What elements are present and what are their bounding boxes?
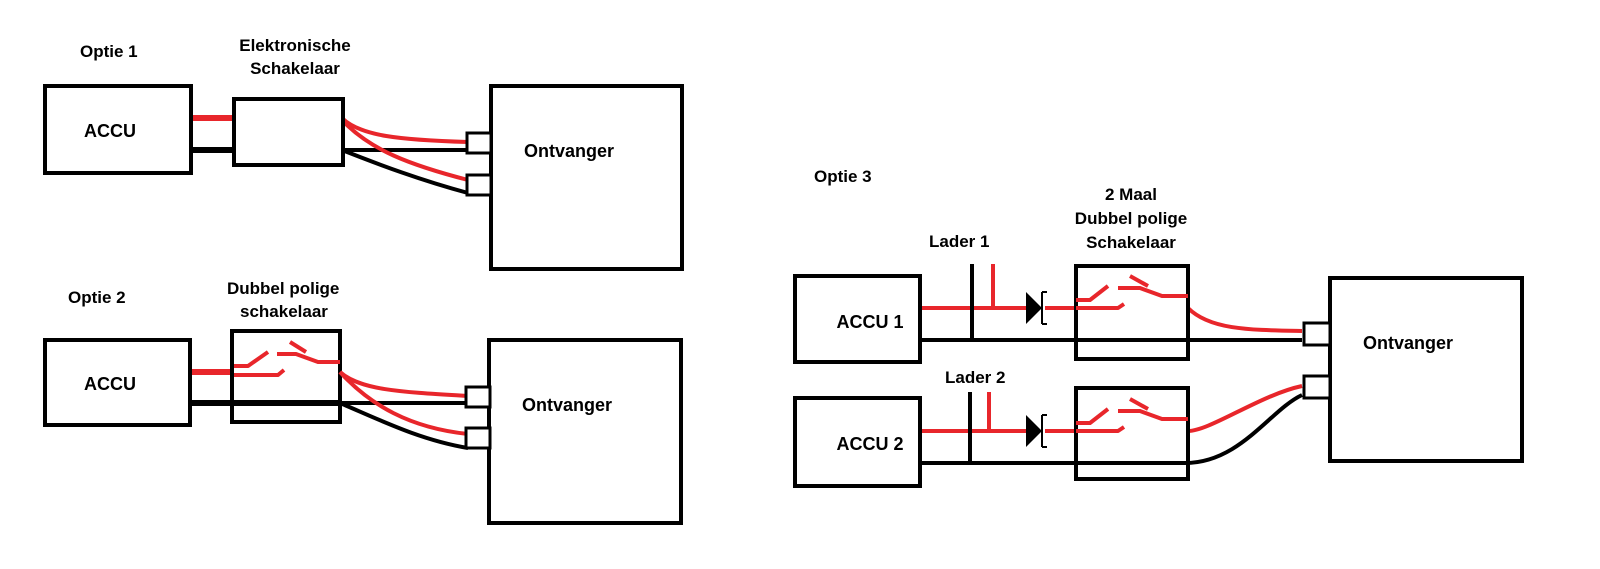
option-3-lower-switch-pole-b [1076,397,1149,433]
option-3-charger-2-label: Lader 2 [945,368,1005,387]
option-3-receiver-label: Ontvanger [1363,333,1453,353]
option-3-title: Optie 3 [814,167,872,186]
option-1-title: Optie 1 [80,42,138,61]
option-1-receiver-box [489,84,684,271]
option-3-battery-2-box [793,396,922,488]
option-2-switch-pole-lower [234,340,308,377]
option-1-battery-box [43,84,193,175]
option-1-positive-wire-port-2 [340,118,469,182]
option-3-upper-switch-output-wire [1186,306,1303,333]
option-3-battery-1-label: ACCU 1 [836,312,903,332]
option-2-receiver-box [487,338,683,525]
option-3-upper-switch-pole-a [1076,284,1188,302]
option-1-receiver-port-1 [465,131,493,155]
option-1-negative-wire-port-2 [341,148,469,195]
option-1-electronic-switch-box [232,97,345,167]
option-2-battery-label: ACCU [84,374,136,394]
option-2-battery-box [43,338,192,427]
option-1-switch-label-line1: Elektronische [239,36,351,55]
option-2-switch-label-line2: schakelaar [240,302,328,321]
option-2-title: Optie 2 [68,288,126,307]
option-3-switch-label-line1: 2 Maal [1105,185,1157,204]
option-1-receiver-label: Ontvanger [524,141,614,161]
option-3-battery-2-label: ACCU 2 [836,434,903,454]
option-3-upper-diode-icon [1026,291,1047,325]
option-3-switch-label-line2: Dubbel polige [1075,209,1187,228]
option-2-receiver-port-2 [464,426,492,450]
option-3-switch-label-line3: Schakelaar [1086,233,1176,252]
option-3-lower-switch-output-wire [1187,384,1303,433]
option-1-receiver-port-2 [465,173,493,197]
option-3-lower-diode-icon [1026,414,1047,448]
option-2-negative-wire-port-2 [339,401,469,450]
option-1-switch-label-line2: Schakelaar [250,59,340,78]
option-3-upper-switch-box [1074,264,1190,361]
option-3-receiver-box [1328,276,1524,463]
option-3-receiver-port-1 [1302,321,1332,347]
option-1-battery-label: ACCU [84,121,136,141]
option-2-group: Optie 2 Dubbel polige schakelaar ACCU On… [43,279,683,525]
option-3-charger-1-label: Lader 1 [929,232,989,251]
option-3-lower-negative-wire [920,393,1303,465]
option-3-lower-switch-box [1074,386,1190,481]
option-3-group: Optie 3 2 Maal Dubbel polige Schakelaar … [793,167,1524,488]
option-3-receiver-port-2 [1302,374,1332,400]
option-2-switch-pole-upper [234,350,340,368]
option-1-positive-wire-port-1 [340,116,469,144]
option-3-lower-switch-pole-a [1076,407,1188,425]
option-2-switch-label-line1: Dubbel polige [227,279,339,298]
option-1-group: Optie 1 Elektronische Schakelaar ACCU On… [43,36,684,271]
option-2-receiver-port-1 [464,385,492,409]
option-2-receiver-label: Ontvanger [522,395,612,415]
option-2-positive-wire-port-2 [338,370,469,436]
option-3-upper-switch-pole-b [1076,274,1149,310]
option-3-battery-1-box [793,274,922,364]
